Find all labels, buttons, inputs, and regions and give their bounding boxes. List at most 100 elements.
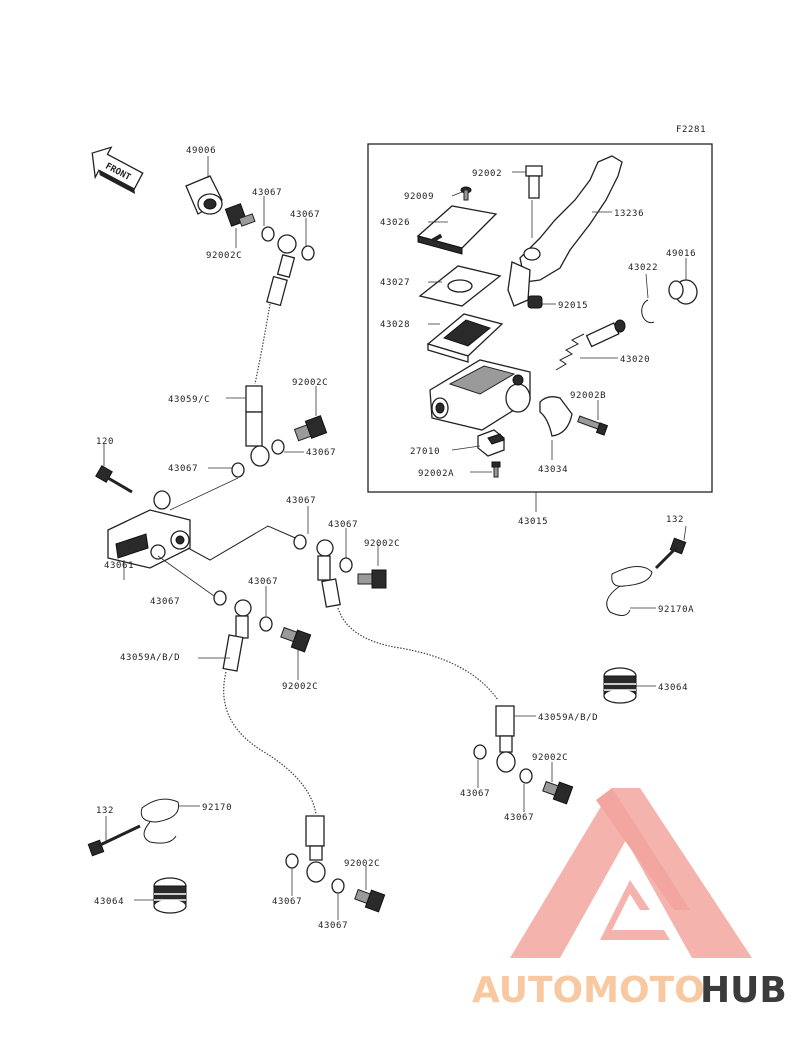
part-label: 49016 (666, 249, 696, 259)
figure-code: F2281 (676, 125, 706, 135)
reservoir-cap (416, 205, 498, 255)
washer (293, 534, 307, 550)
part-label: 92170 (202, 803, 232, 813)
joint-mount-bolt (95, 465, 133, 494)
banjo-bolt (357, 569, 387, 589)
part-label: 92002C (282, 682, 318, 692)
part-label: 92002C (532, 753, 568, 763)
left-caliper-fitting (305, 815, 326, 883)
part-label: 27010 (410, 447, 440, 457)
part-label: 132 (96, 806, 114, 816)
washer (519, 768, 533, 784)
part-label: 43067 (150, 597, 180, 607)
upper-banjo-bolt (224, 203, 256, 227)
left-hose-fitting-top (222, 599, 252, 672)
part-label: 43061 (104, 561, 134, 571)
washer (331, 878, 345, 894)
right-grommet (603, 667, 637, 704)
handlebar-clamp (539, 396, 573, 437)
part-label: 43067 (318, 921, 348, 931)
diaphragm (426, 313, 504, 363)
part-label: 92015 (558, 301, 588, 311)
washer (271, 439, 285, 455)
lever-nut (527, 295, 543, 309)
joint-leader (187, 525, 301, 561)
part-label: 43064 (658, 683, 688, 693)
part-label: 43067 (248, 577, 278, 587)
washer (261, 226, 275, 242)
circlip (641, 299, 655, 324)
part-labels: 49006 43067 43067 92002C 43059/C 92002C … (94, 146, 696, 931)
washer (285, 853, 299, 869)
pivot-bolt (525, 165, 543, 199)
right-hose-fitting-top (316, 539, 341, 608)
washer (259, 616, 273, 632)
switch-screw (491, 461, 501, 478)
washer (231, 462, 245, 478)
part-label: 43067 (460, 789, 490, 799)
part-label: 43015 (518, 517, 548, 527)
part-label: 43059/C (168, 395, 210, 405)
part-label: 43067 (168, 464, 198, 474)
part-label: 92002C (364, 539, 400, 549)
brake-light-switch (477, 429, 505, 457)
part-label: 43067 (252, 188, 282, 198)
master-cylinder-assembly-box (367, 143, 713, 493)
lever-boot (668, 279, 698, 305)
part-label: 13236 (614, 209, 644, 219)
banjo-bolt (354, 888, 386, 913)
left-grommet (153, 877, 187, 914)
right-hose-clamp (606, 537, 687, 616)
part-label: 43067 (328, 520, 358, 530)
upper-hose (254, 303, 271, 385)
part-label: 92002B (570, 391, 606, 401)
part-label: 43026 (380, 218, 410, 228)
front-arrow-icon: FRONT (91, 146, 144, 194)
right-brake-hose (337, 607, 499, 701)
part-label: 43022 (628, 263, 658, 273)
part-label: 92170A (658, 605, 694, 615)
part-label: 43028 (380, 320, 410, 330)
part-label: 92002A (418, 469, 454, 479)
part-label: 120 (96, 437, 114, 447)
piston-kit (555, 319, 626, 371)
part-label: 92002 (472, 169, 502, 179)
brake-lever (507, 155, 623, 307)
clamp-bolt (577, 415, 609, 436)
diaphragm-plate (418, 265, 502, 307)
part-label: 92002C (292, 378, 328, 388)
part-label: 49006 (186, 146, 216, 156)
watermark-text-auto: AUTOMOTO (472, 970, 705, 1011)
banjo-bolt-cap (185, 175, 223, 215)
part-label: 43067 (272, 897, 302, 907)
master-cylinder-body (429, 359, 531, 431)
right-caliper-fitting (495, 705, 516, 773)
part-label: 92002C (344, 859, 380, 869)
watermark-text-hub: HUB (700, 970, 787, 1011)
part-label: 43064 (94, 897, 124, 907)
banjo-bolt (280, 626, 312, 653)
leader-lines (103, 156, 687, 920)
part-label: 43059A/B/D (538, 713, 598, 723)
banjo-bolt (542, 780, 574, 805)
washer (301, 245, 315, 261)
part-label: 43067 (504, 813, 534, 823)
automotohub-logo (510, 788, 752, 958)
upper-hose-fitting (266, 234, 297, 307)
washer (213, 590, 227, 606)
part-label: 43020 (620, 355, 650, 365)
part-label: 92002C (206, 251, 242, 261)
left-brake-hose (223, 671, 317, 815)
washer (473, 744, 487, 760)
middle-hose-fitting (245, 385, 270, 467)
left-hose-clamp (87, 798, 180, 857)
part-label: 43067 (286, 496, 316, 506)
part-label: 43067 (306, 448, 336, 458)
cap-screw (460, 186, 472, 201)
part-label: 92009 (404, 192, 434, 202)
washer (339, 557, 353, 573)
part-label: 43059A/B/D (120, 653, 180, 663)
banjo-bolt (293, 415, 328, 442)
brake-hose-joint (107, 490, 191, 569)
